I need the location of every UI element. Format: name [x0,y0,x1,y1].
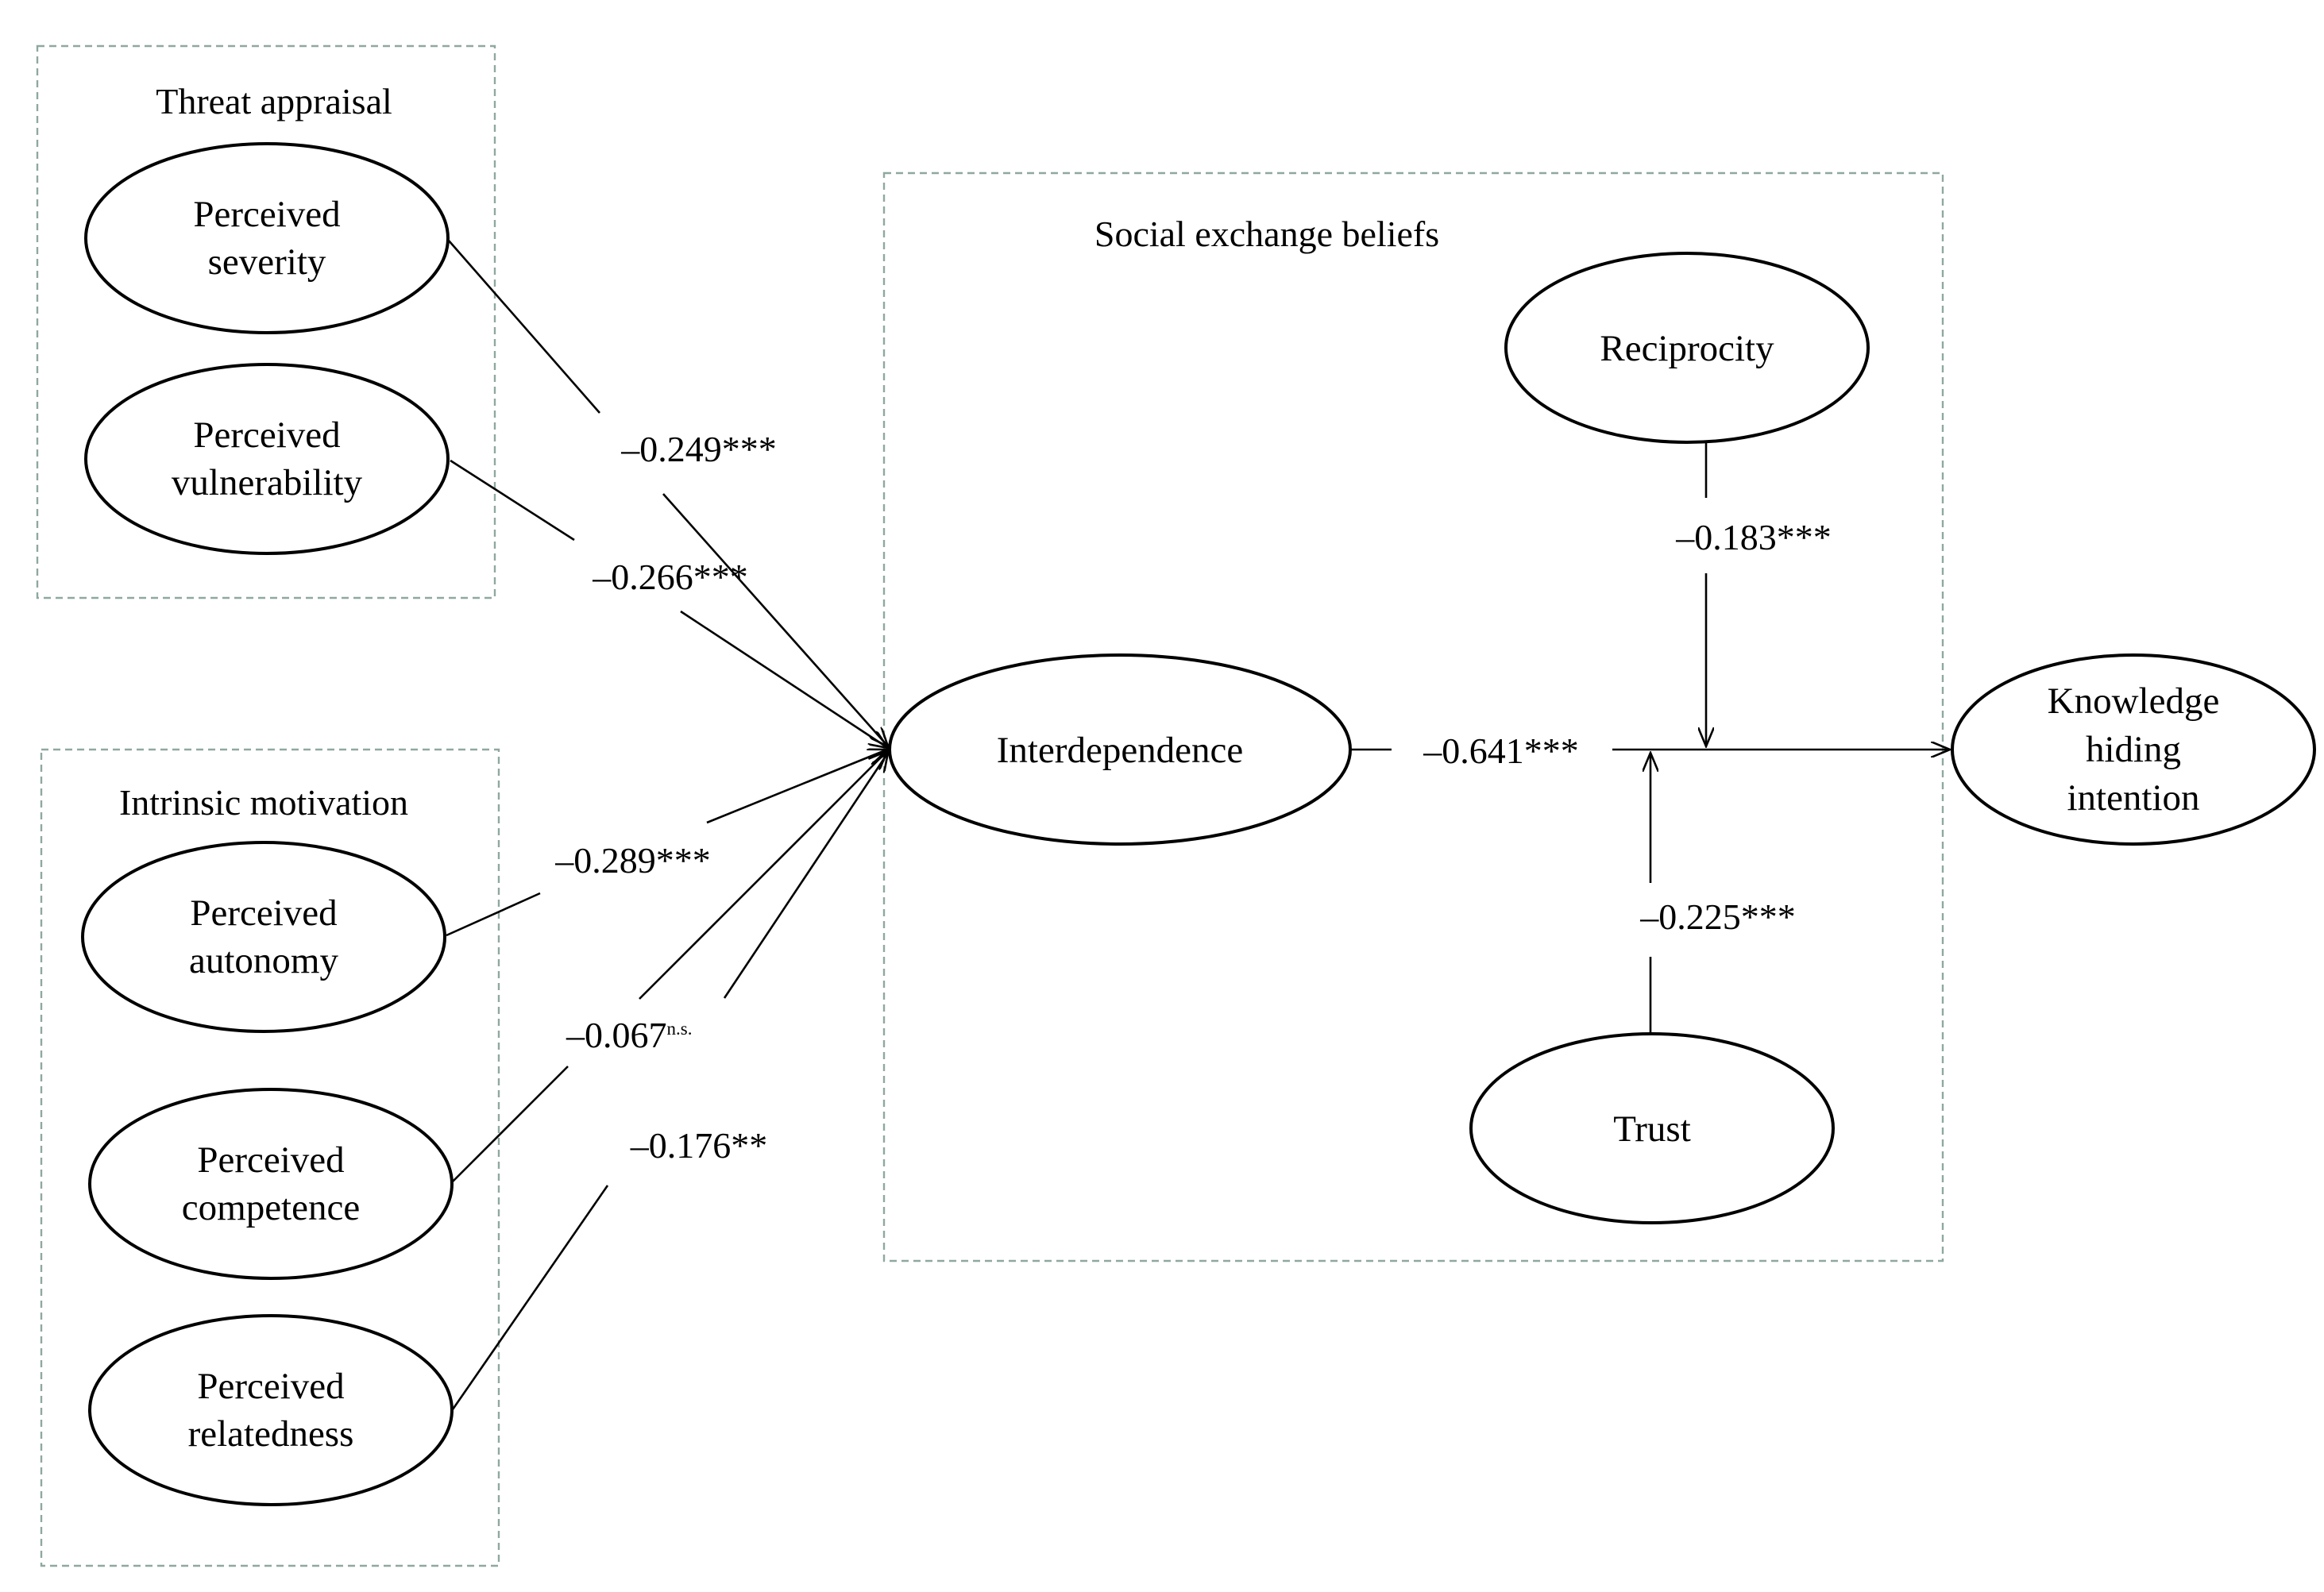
svg-text:Reciprocity: Reciprocity [1600,328,1774,369]
svg-text:hiding: hiding [2086,729,2181,770]
construct-perceived-relatedness: Perceived relatedness [88,1314,454,1506]
construct-interdependence: Interdependence [888,653,1352,846]
coef-autonomy: –0.289*** [554,840,711,881]
coef-vulnerability: –0.266*** [592,557,748,597]
svg-text:Interdependence: Interdependence [997,730,1244,771]
construct-trust: Trust [1469,1032,1835,1224]
construct-knowledge-hiding-intention: Knowledge hiding intention [1951,653,2316,846]
svg-text:vulnerability: vulnerability [172,462,363,503]
svg-text:competence: competence [182,1187,360,1228]
intrinsic-motivation-title: Intrinsic motivation [119,782,408,823]
svg-text:severity: severity [208,241,326,283]
intrinsic-motivation-box [40,748,500,1567]
coef-relatedness: –0.176** [630,1125,768,1166]
svg-text:relatedness: relatedness [188,1413,354,1455]
threat-appraisal-title: Threat appraisal [156,81,392,121]
path-vulnerability-to-interdependence [450,459,888,748]
construct-perceived-competence: Perceived competence [88,1088,454,1280]
svg-text:Perceived: Perceived [190,892,337,934]
svg-text:Trust: Trust [1613,1108,1691,1150]
path-relatedness-to-interdependence [451,753,888,1410]
svg-text:Perceived: Perceived [197,1139,344,1181]
construct-perceived-severity: Perceived severity [84,142,450,334]
path-severity-to-interdependence [448,240,888,746]
svg-text:autonomy: autonomy [189,940,338,981]
construct-perceived-vulnerability: Perceived vulnerability [84,363,450,555]
coef-competence: –0.067n.s. [566,1015,692,1055]
svg-text:Perceived: Perceived [197,1366,344,1407]
coef-interdependence: –0.641*** [1423,730,1579,771]
svg-text:Perceived: Perceived [193,194,340,235]
svg-text:intention: intention [2067,777,2199,819]
coef-reciprocity: –0.183*** [1675,517,1832,557]
coef-competence-value: –0.067 [566,1015,667,1055]
coef-trust: –0.225*** [1639,896,1796,937]
svg-text:Knowledge: Knowledge [2048,680,2220,722]
coef-competence-ns: n.s. [667,1019,693,1039]
coef-severity: –0.249*** [620,429,777,469]
path-competence-to-interdependence [450,751,887,1184]
construct-perceived-autonomy: Perceived autonomy [81,841,446,1033]
social-exchange-beliefs-box [882,172,1944,1262]
svg-text:Perceived: Perceived [193,414,340,456]
construct-reciprocity: Reciprocity [1504,252,1870,444]
path-autonomy-to-interdependence [446,750,887,937]
social-exchange-beliefs-title: Social exchange beliefs [1094,214,1439,254]
threat-appraisal-box [36,44,496,599]
